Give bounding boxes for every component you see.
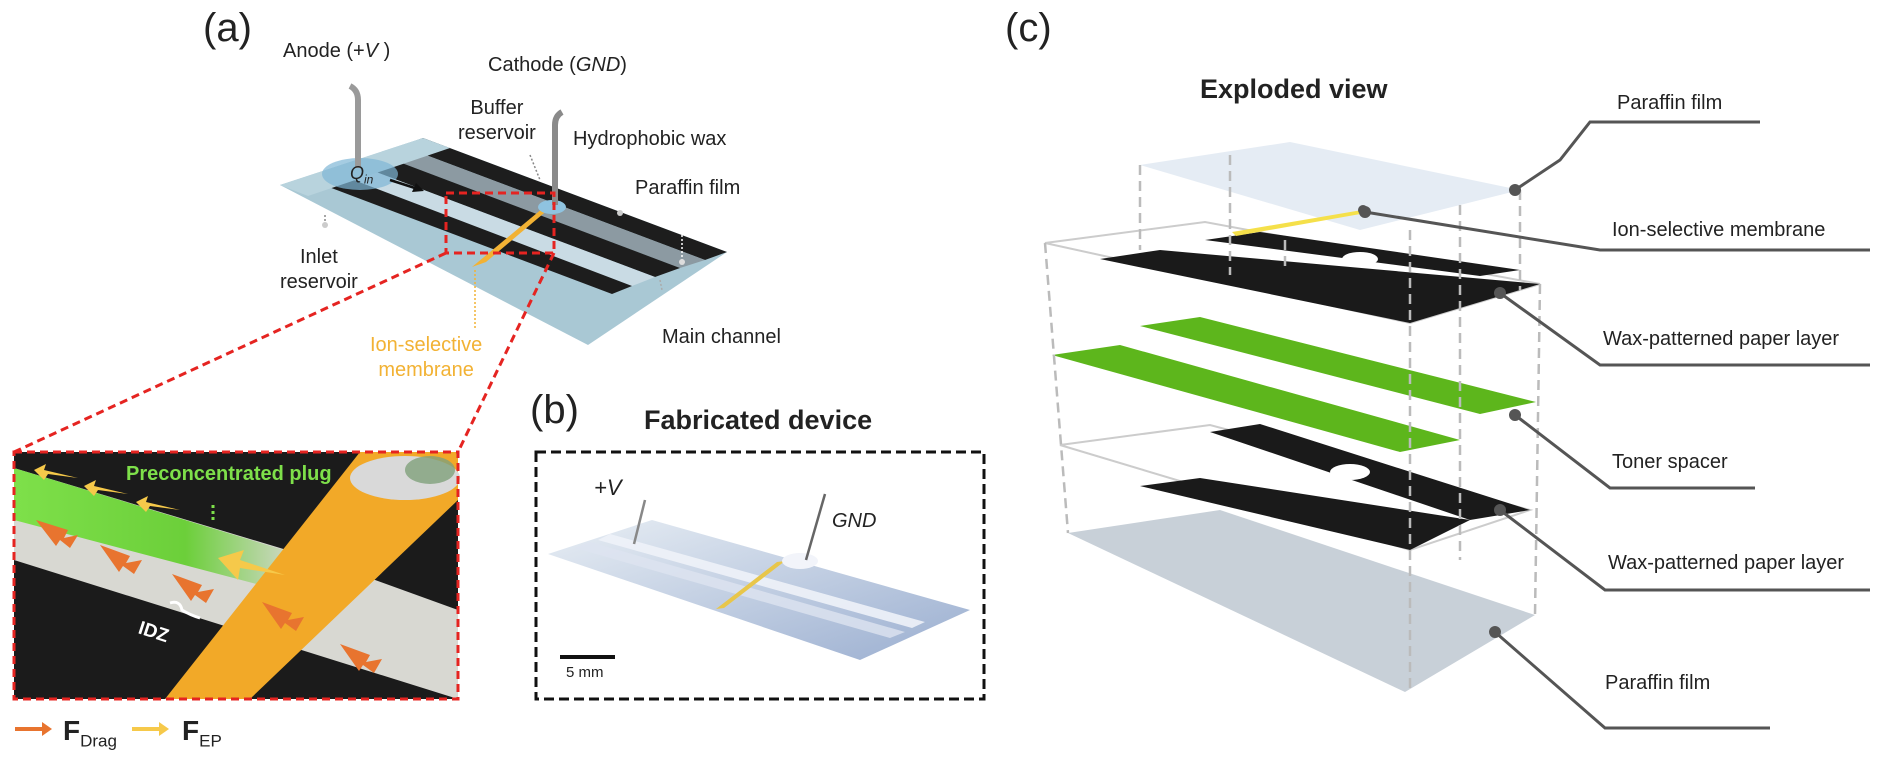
- legend-ep: FEP: [182, 715, 222, 751]
- zoom-connector: [456, 252, 556, 453]
- exploded-view: [1043, 120, 1870, 730]
- cathode-electrode: [552, 109, 564, 205]
- panel-label-b: (b): [530, 388, 579, 432]
- device-anode: [632, 499, 647, 545]
- layer-upper-wax: [1100, 250, 1540, 323]
- main-channel-label: Main channel: [662, 326, 781, 348]
- layer-toner-1: [1052, 345, 1460, 452]
- preconcentrated-plug-label: Preconcentrated plug: [126, 463, 332, 485]
- drag-arrows: [36, 520, 382, 673]
- leader-line: [659, 279, 663, 291]
- panel-label-a: (a): [203, 6, 252, 50]
- layer-bottom-paraffin: [1068, 510, 1535, 692]
- legend-drag: FDrag: [63, 715, 117, 751]
- layer-label-wax-lower: Wax-patterned paper layer: [1608, 552, 1845, 574]
- inlet-drop: [322, 158, 398, 190]
- legend-arrows: [15, 722, 169, 736]
- device-membrane: [716, 561, 785, 609]
- wax-stripe: [352, 154, 680, 277]
- hydrophobic-wax-label: Hydrophobic wax: [573, 128, 727, 150]
- anode-electrode: [348, 83, 361, 168]
- chip-3d: [13, 83, 727, 454]
- membrane-strip: [472, 203, 556, 267]
- layer-membrane: [1232, 210, 1366, 236]
- idz-brace: [169, 600, 201, 620]
- buffer-drop: [538, 200, 566, 214]
- layer-label-wax-upper: Wax-patterned paper layer: [1603, 328, 1840, 350]
- cathode-label: Cathode (GND): [488, 54, 627, 76]
- device-frame: [534, 450, 986, 701]
- layer-label-toner: Toner spacer: [1612, 451, 1728, 473]
- gnd-label: GND: [832, 510, 877, 532]
- layer-label-membrane: Ion-selective membrane: [1612, 219, 1826, 241]
- ep-arrows: [34, 464, 285, 580]
- layer-label-paraffin-top: Paraffin film: [1617, 92, 1723, 114]
- wax-stripe: [305, 171, 632, 294]
- panel-label-c: (c): [1005, 6, 1052, 50]
- fabricated-device-title: Fabricated device: [644, 405, 873, 435]
- fabricated-device: [534, 450, 986, 701]
- anode-label: Anode (+V ): [283, 40, 391, 62]
- layer-toner-2: [1140, 317, 1536, 414]
- paraffin-film-label: Paraffin film: [635, 177, 741, 199]
- flow-rate-label: Qin: [350, 163, 374, 187]
- exploded-view-title: Exploded view: [1200, 74, 1388, 104]
- leader-line: [529, 154, 541, 181]
- wax-stripe: [330, 163, 655, 286]
- plus-v-label: +V: [594, 475, 622, 500]
- wax-stripe: [402, 138, 727, 260]
- layer-top-paraffin: [1140, 142, 1520, 230]
- scale-bar-label: 5 mm: [566, 664, 604, 681]
- zoom-box: [444, 191, 556, 255]
- zoom-connector: [13, 251, 447, 454]
- zoom-inset: [12, 450, 460, 701]
- flow-arrow: [389, 178, 419, 191]
- membrane-band: [165, 452, 458, 699]
- flow-arrow-head: [412, 183, 424, 192]
- device-cathode: [804, 493, 827, 561]
- layer-label-paraffin-bottom: Paraffin film: [1605, 672, 1711, 694]
